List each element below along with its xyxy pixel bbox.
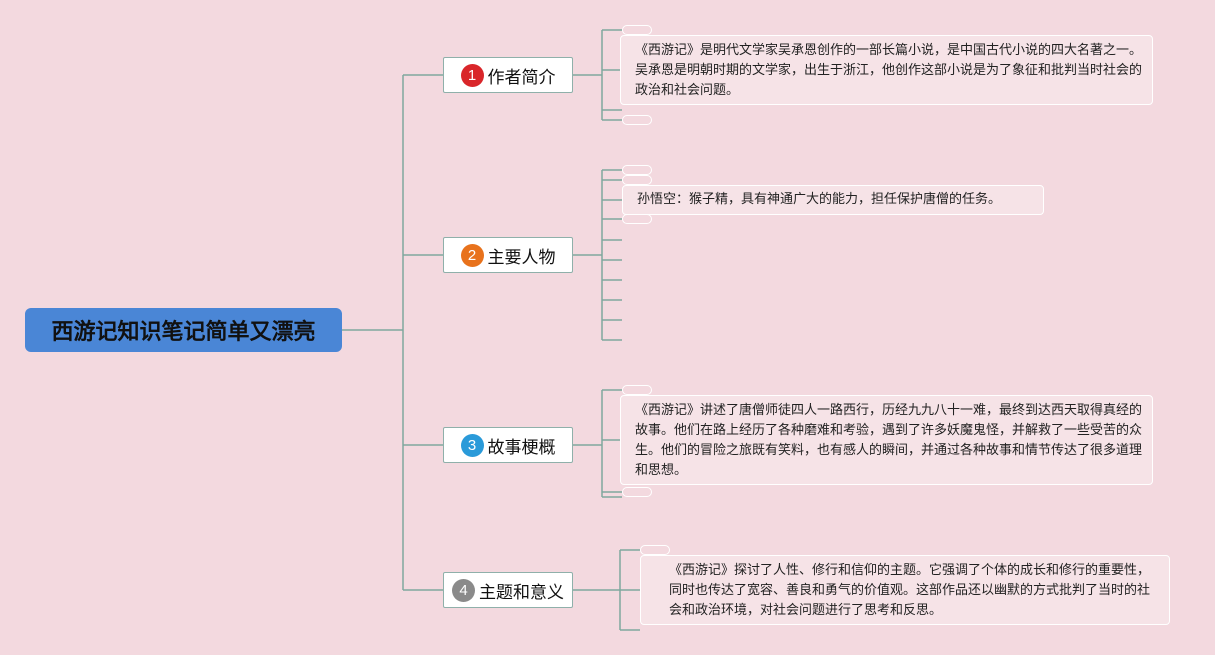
number-badge-icon: 1 — [460, 63, 484, 87]
leaf-text: 《西游记》探讨了人性、修行和信仰的主题。它强调了个体的成长和修行的重要性，同时也… — [669, 563, 1151, 618]
leaf-text: 《西游记》是明代文学家吴承恩创作的一部长篇小说，是中国古代小说的四大名著之一。吴… — [635, 43, 1143, 98]
branch-label: 故事梗概 — [487, 437, 556, 458]
number-badge-icon: 2 — [460, 243, 484, 267]
empty-node[interactable] — [622, 175, 652, 185]
leaf-plot-summary[interactable]: 《西游记》讲述了唐僧师徒四人一路西行，历经九九八十一难，最终到达西天取得真经的故… — [620, 395, 1153, 485]
empty-node[interactable] — [622, 25, 652, 35]
branch-label: 主题和意义 — [479, 582, 564, 603]
root-title: 西游记知识笔记简单又漂亮 — [51, 320, 316, 345]
root-topic[interactable]: 西游记知识笔记简单又漂亮 — [25, 308, 342, 352]
branch-label: 作者简介 — [487, 67, 556, 88]
leaf-sun-wukong[interactable]: 孙悟空：猴子精，具有神通广大的能力，担任保护唐僧的任务。 — [622, 185, 1044, 215]
branch-author[interactable]: 1 作者简介 — [443, 57, 573, 93]
empty-node[interactable] — [622, 214, 652, 224]
leaf-theme-meaning[interactable]: 《西游记》探讨了人性、修行和信仰的主题。它强调了个体的成长和修行的重要性，同时也… — [640, 555, 1170, 625]
empty-node[interactable] — [622, 385, 652, 395]
empty-node[interactable] — [622, 165, 652, 175]
branch-theme[interactable]: 4 主题和意义 — [443, 572, 573, 608]
branch-characters[interactable]: 2 主要人物 — [443, 237, 573, 273]
leaf-text: 孙悟空：猴子精，具有神通广大的能力，担任保护唐僧的任务。 — [637, 192, 1002, 207]
empty-node[interactable] — [640, 545, 670, 555]
leaf-author-intro[interactable]: 《西游记》是明代文学家吴承恩创作的一部长篇小说，是中国古代小说的四大名著之一。吴… — [620, 35, 1153, 105]
leaf-text: 《西游记》讲述了唐僧师徒四人一路西行，历经九九八十一难，最终到达西天取得真经的故… — [635, 403, 1143, 478]
empty-node[interactable] — [622, 115, 652, 125]
branch-label: 主要人物 — [487, 247, 556, 268]
branch-plot[interactable]: 3 故事梗概 — [443, 427, 573, 463]
number-badge-icon: 3 — [460, 433, 484, 457]
empty-node[interactable] — [622, 487, 652, 497]
number-badge-icon: 4 — [452, 578, 475, 602]
